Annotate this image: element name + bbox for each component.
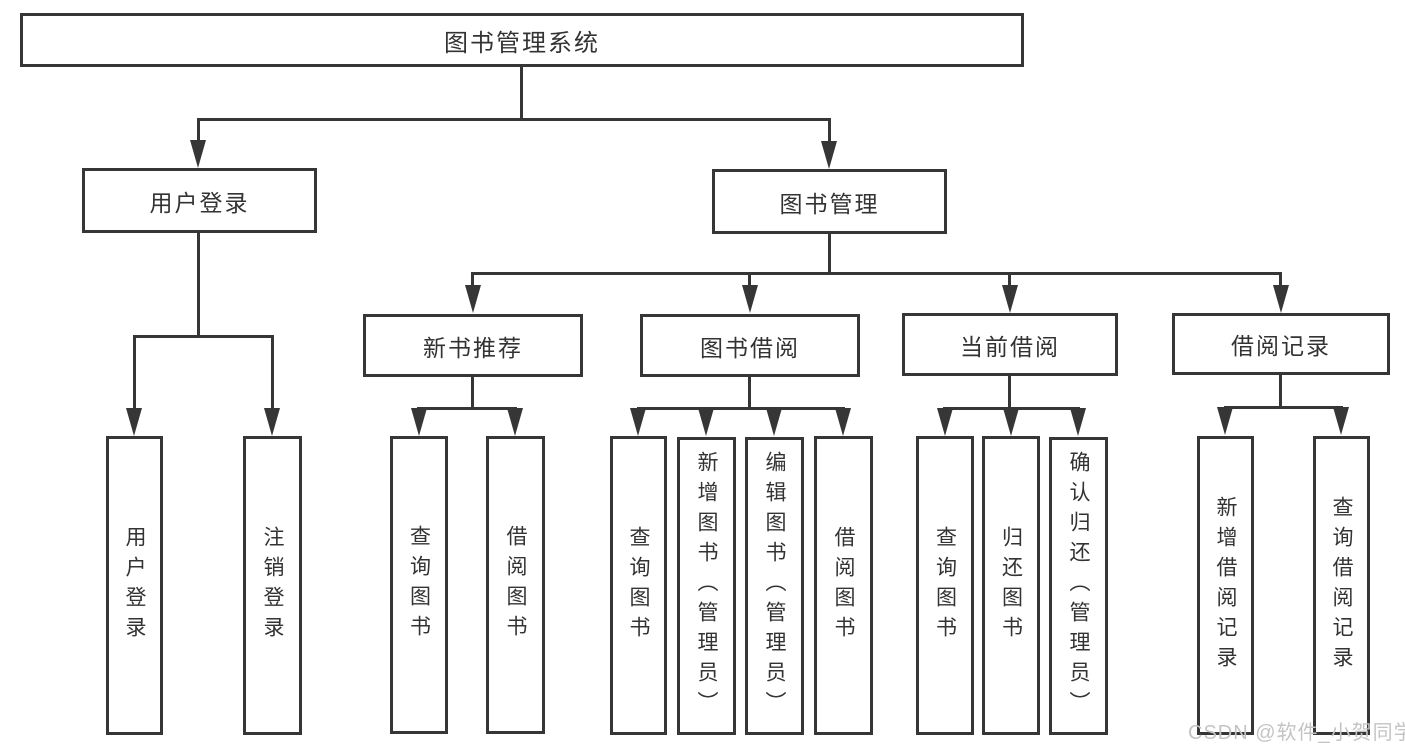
node-book-management-label: 图书管理 [779,190,880,217]
connector-line [197,233,200,337]
connector-line [471,377,474,409]
arrow-down-icon [1273,285,1289,313]
leaf-current-return: 归还图书 [982,436,1040,735]
connector-line [1279,272,1282,288]
leaf-current-confirm-admin: 确认归还（管理员） [1049,437,1108,735]
node-book-borrow: 图书借阅 [640,314,860,377]
node-book-borrow-label: 图书借阅 [700,334,800,361]
connector-line [748,272,751,288]
leaf-newbook-borrow-label: 借阅图书 [504,525,527,645]
arrow-down-icon [1002,285,1018,313]
connector-line [197,118,831,121]
connector-line [1279,375,1282,408]
arrow-down-icon [821,141,837,169]
connector-line [828,234,831,274]
leaf-borrow-query: 查询图书 [610,436,667,735]
arrow-down-icon [1217,407,1233,435]
connector-line [520,67,523,119]
leaf-record-query: 查询借阅记录 [1313,436,1370,735]
connector-line [417,407,517,410]
leaf-user-login: 用户登录 [106,436,163,735]
leaf-borrow-add-admin-label: 新增图书（管理员） [695,451,718,721]
connector-line [471,272,1282,275]
node-new-book-recommend-label: 新书推荐 [423,334,523,361]
leaf-borrow-borrow: 借阅图书 [814,436,873,735]
arrow-down-icon [264,408,280,436]
node-borrow-record: 借阅记录 [1172,313,1390,375]
arrow-down-icon [411,408,427,436]
node-current-borrow-label: 当前借阅 [960,333,1060,360]
leaf-borrow-borrow-label: 借阅图书 [832,525,855,646]
connector-line [133,335,274,338]
connector-line [471,272,474,288]
leaf-newbook-query-label: 查询图书 [407,525,431,645]
node-root-label: 图书管理系统 [444,29,600,57]
leaf-borrow-query-label: 查询图书 [627,525,650,646]
leaf-logout-label: 注销登录 [261,525,284,646]
watermark: CSDN @软件_小贺同学 [1188,722,1405,744]
arrow-down-icon [766,408,782,436]
leaf-borrow-add-admin: 新增图书（管理员） [677,437,736,735]
arrow-down-icon [1003,408,1019,436]
leaf-record-query-label: 查询借阅记录 [1330,495,1353,676]
arrow-down-icon [1333,407,1349,435]
node-user-login: 用户登录 [82,168,317,233]
arrow-down-icon [465,285,481,313]
connector-line [637,407,845,410]
leaf-newbook-borrow: 借阅图书 [486,436,545,734]
connector-line [828,118,831,145]
leaf-borrow-edit-admin: 编辑图书（管理员） [745,437,804,735]
leaf-current-return-label: 归还图书 [999,525,1023,646]
arrow-down-icon [190,140,206,168]
node-current-borrow: 当前借阅 [902,313,1118,376]
connector-line [1008,376,1011,409]
leaf-current-query: 查询图书 [916,436,974,735]
arrow-down-icon [698,408,714,436]
connector-line [197,118,200,144]
node-borrow-record-label: 借阅记录 [1231,333,1331,359]
leaf-current-confirm-admin-label: 确认归还（管理员） [1067,451,1090,721]
leaf-newbook-query: 查询图书 [390,436,448,734]
leaf-user-login-label: 用户登录 [123,525,146,646]
node-root: 图书管理系统 [20,13,1024,67]
leaf-logout: 注销登录 [243,436,302,735]
node-user-login-label: 用户登录 [149,189,250,216]
connector-line [1008,272,1011,288]
leaf-record-add-label: 新增借阅记录 [1214,495,1237,676]
arrow-down-icon [126,408,142,436]
arrow-down-icon [835,408,851,436]
arrow-down-icon [507,408,523,436]
leaf-borrow-edit-admin-label: 编辑图书（管理员） [763,451,786,721]
connector-line [748,377,751,409]
leaf-current-query-label: 查询图书 [933,525,957,646]
connector-line [271,335,274,410]
arrow-down-icon [937,408,953,436]
leaf-record-add: 新增借阅记录 [1197,436,1254,735]
arrow-down-icon [630,408,646,436]
node-book-management: 图书管理 [712,169,947,234]
node-new-book-recommend: 新书推荐 [363,314,583,377]
connector-line [133,335,136,410]
arrow-down-icon [1070,408,1086,436]
arrow-down-icon [742,285,758,313]
connector-line [1224,406,1343,409]
